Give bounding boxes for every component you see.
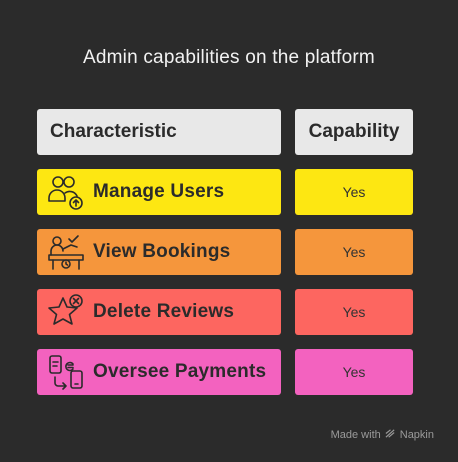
row-manage-users: Manage Users	[37, 169, 281, 215]
row-oversee-payments: Oversee Payments	[37, 349, 281, 395]
row-delete-reviews: Delete Reviews	[37, 289, 281, 335]
header-characteristic: Characteristic	[37, 109, 281, 155]
diagram-title: Admin capabilities on the platform	[83, 47, 375, 68]
users-upload-icon	[47, 173, 85, 211]
row-label: Delete Reviews	[93, 301, 235, 322]
row-label: Oversee Payments	[93, 361, 267, 382]
row-value: Yes	[295, 169, 413, 215]
header-capability: Capability	[295, 109, 413, 155]
row-value: Yes	[295, 349, 413, 395]
footer-made-with: Made with	[330, 429, 381, 441]
napkin-logo-icon	[385, 428, 396, 442]
row-value: Yes	[295, 229, 413, 275]
footer-brand: Napkin	[399, 429, 434, 441]
currency-exchange-icon	[47, 353, 85, 391]
footer-credit: Made with Napkin	[331, 428, 434, 442]
row-value: Yes	[295, 289, 413, 335]
star-delete-icon	[47, 293, 85, 331]
row-label: Manage Users	[93, 181, 225, 202]
row-view-bookings: View Bookings	[37, 229, 281, 275]
row-label: View Bookings	[93, 241, 231, 262]
booking-desk-icon	[47, 233, 85, 271]
